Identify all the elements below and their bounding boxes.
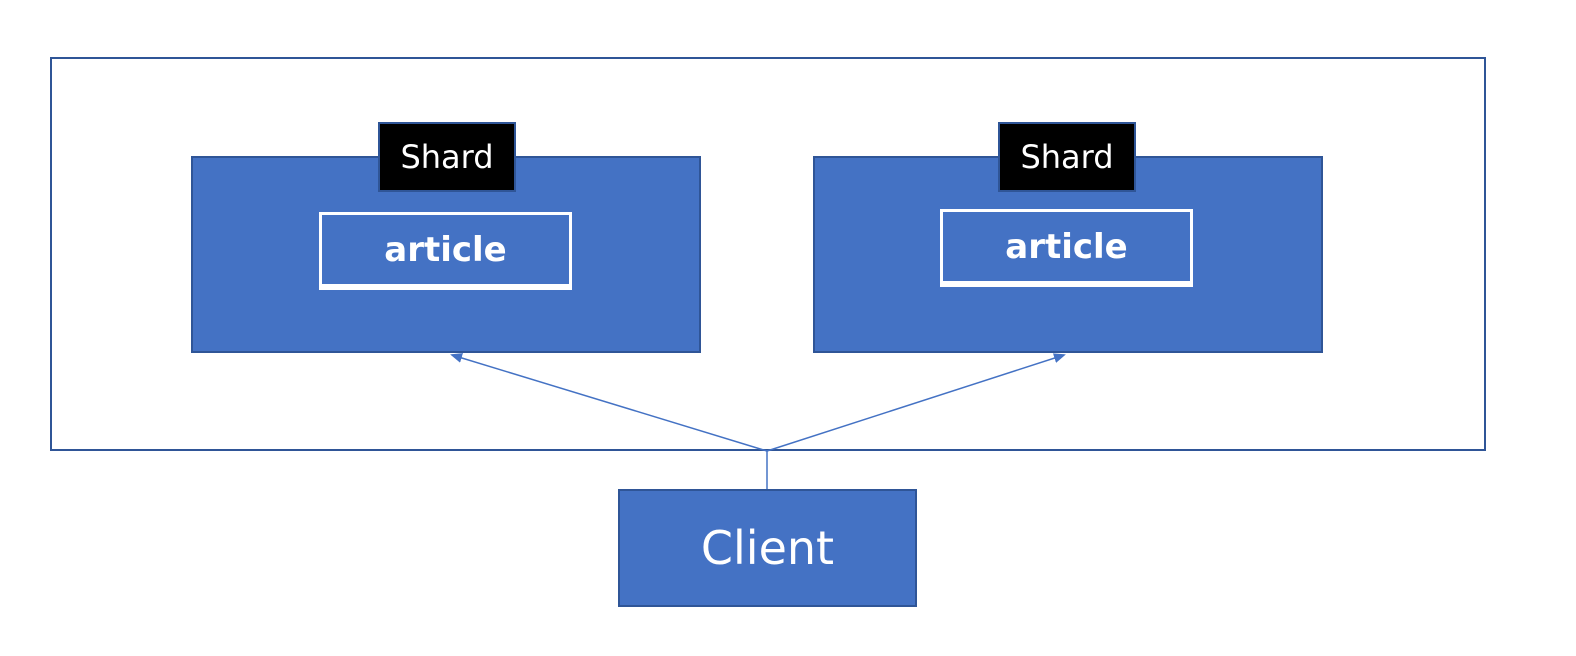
shard-label-1: Shard [378,122,516,192]
client-node: Client [618,489,917,607]
shard-label-2: Shard [998,122,1136,192]
article-collection-2: article [940,209,1193,287]
article-collection-1: article [319,212,572,290]
